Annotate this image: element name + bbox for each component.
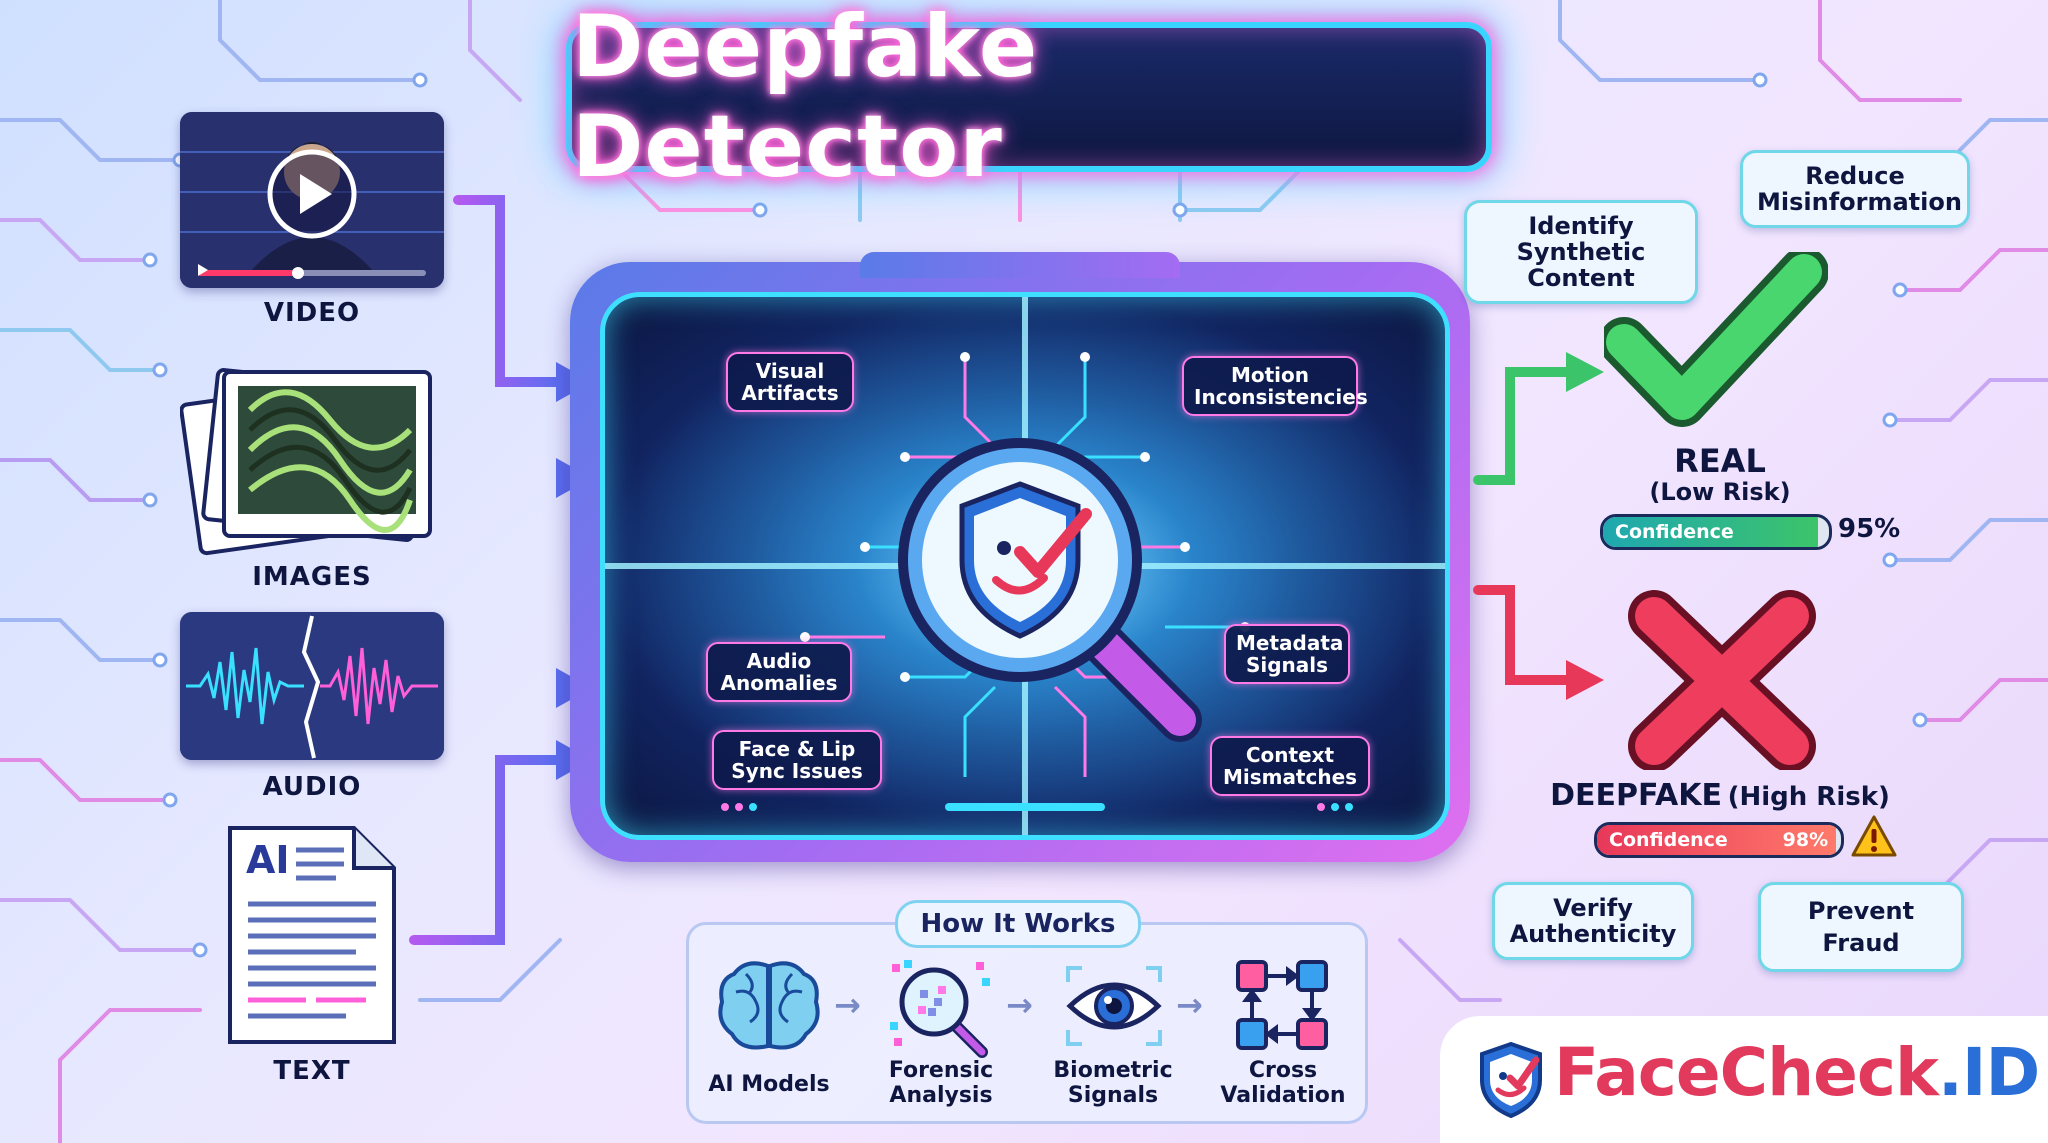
- ai-document-icon: [228, 826, 396, 1044]
- page-title: Deepfake Detector: [572, 0, 1039, 197]
- benefit-identify-synthetic: Identify Synthetic Content: [1464, 200, 1698, 304]
- input-label-images: IMAGES: [252, 562, 372, 592]
- warning-icon: [1851, 815, 1897, 857]
- cross-icon: [1628, 590, 1816, 770]
- audio-card: [180, 612, 444, 760]
- device-top-tab: [860, 252, 1180, 278]
- magnifier-shield-icon: [898, 438, 1202, 742]
- brand-suffix: .ID: [1937, 1034, 2040, 1111]
- step-arrow-icon: →: [1006, 986, 1033, 1024]
- how-it-works-title: How It Works: [895, 900, 1141, 948]
- signal-motion-inconsistencies: Motion Inconsistencies: [1182, 356, 1368, 416]
- brand-name: FaceCheck: [1554, 1034, 1939, 1111]
- ai-document-badge: AI: [246, 838, 290, 882]
- step-forensic-analysis: Forensic Analysis: [888, 1058, 994, 1108]
- result-real-label: REAL: [1674, 442, 1766, 480]
- signal-context-mismatches: Context Mismatches: [1210, 736, 1370, 796]
- benefit-prevent-fraud: Prevent Fraud: [1758, 882, 1964, 972]
- real-confidence-label: Confidence: [1615, 521, 1734, 543]
- brain-icon: [718, 961, 820, 1050]
- checkmark-icon: [1604, 252, 1828, 427]
- input-label-text: TEXT: [273, 1056, 351, 1086]
- facecheck-shield-logo-icon: [1480, 1041, 1542, 1119]
- result-fake-label: DEEPFAKE: [1550, 778, 1722, 813]
- step-cross-validation: Cross Validation: [1220, 1058, 1346, 1108]
- step-arrow-icon: →: [834, 986, 861, 1024]
- fake-confidence-bar: Confidence 98%: [1594, 822, 1844, 858]
- result-fake-heading: DEEPFAKE (High Risk): [1540, 778, 1900, 813]
- brand-wordmark: FaceCheck.ID: [1554, 1034, 2040, 1111]
- signal-metadata-signals: Metadata Signals: [1224, 624, 1350, 684]
- step-ai-models: AI Models: [708, 1072, 830, 1097]
- step-arrow-icon: →: [1176, 986, 1203, 1024]
- benefit-verify-authenticity: Verify Authenticity: [1492, 882, 1694, 960]
- forensic-magnifier-icon: [890, 960, 990, 1058]
- input-label-video: VIDEO: [263, 298, 361, 328]
- input-label-audio: AUDIO: [262, 772, 362, 802]
- real-confidence-bar: Confidence: [1600, 514, 1832, 550]
- fake-confidence-value: 98%: [1782, 829, 1829, 851]
- title-banner: Deepfake Detector: [566, 0, 1492, 197]
- step-biometric-signals: Biometric Signals: [1053, 1058, 1173, 1108]
- video-card: [180, 112, 444, 288]
- signal-audio-anomalies: Audio Anomalies: [706, 642, 852, 702]
- eye-icon: [1066, 966, 1162, 1046]
- image-stack-icon: [180, 368, 432, 556]
- benefit-reduce-misinformation: Reduce Misinformation: [1740, 150, 1970, 228]
- audio-waveform-icon: [180, 612, 444, 760]
- brand-panel: FaceCheck.ID: [1440, 1016, 2048, 1143]
- signal-visual-artifacts: Visual Artifacts: [726, 352, 854, 412]
- cross-validation-icon: [1236, 960, 1328, 1050]
- real-confidence-value: 95%: [1838, 514, 1901, 544]
- result-real-sublabel: (Low Risk): [1649, 478, 1791, 506]
- video-player-icon: [180, 112, 444, 288]
- result-fake-sublabel: (High Risk): [1727, 782, 1890, 812]
- fake-confidence-label: Confidence: [1609, 829, 1728, 851]
- fake-confidence-fill: Confidence 98%: [1597, 825, 1837, 855]
- real-confidence-fill: Confidence: [1603, 517, 1818, 547]
- signal-face-lip-sync: Face & Lip Sync Issues: [712, 730, 882, 790]
